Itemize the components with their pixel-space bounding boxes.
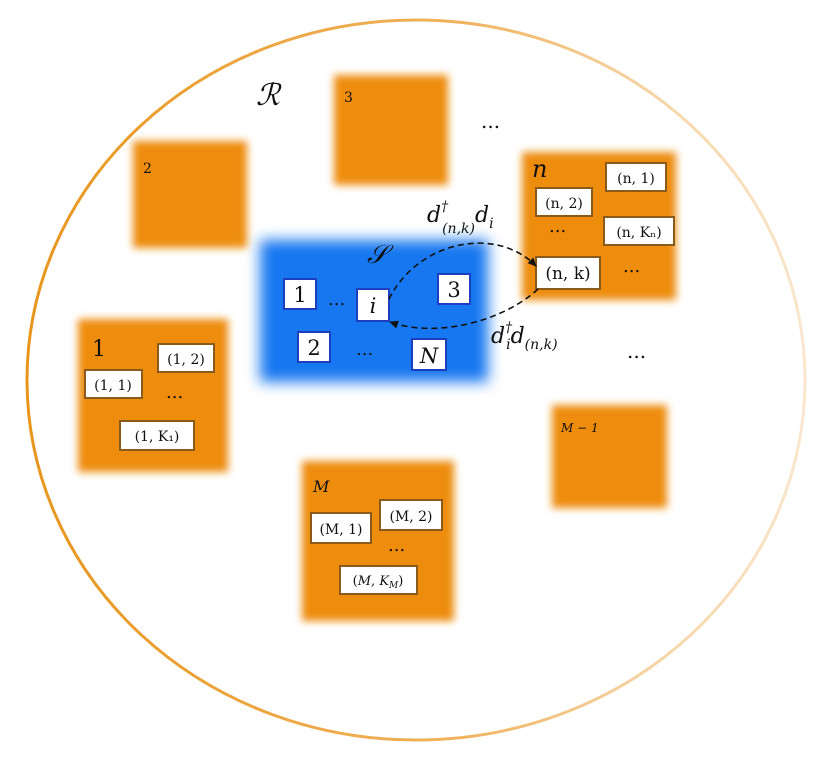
bath-n: n (n, 1) (n, 2) ... (n, Kₙ) (n, k) ...	[522, 152, 676, 300]
site-1-label: 1	[293, 283, 306, 307]
mode-n-2	[535, 187, 593, 217]
mode-n-Kn	[603, 216, 675, 246]
mode-1-K1-label: (1, K₁)	[135, 429, 180, 445]
ellipsis-right: ...	[627, 339, 646, 363]
reservoir-label: ℛ	[256, 78, 282, 113]
site-N-label: N	[419, 344, 439, 368]
mode-n-k-label: (n, k)	[545, 264, 590, 284]
mode-M-KM-label: (M, KM)	[353, 574, 404, 591]
system-dots-1: ...	[328, 289, 345, 310]
bath-M-dots: ...	[388, 535, 405, 556]
site-i	[356, 288, 390, 322]
mode-M-1-label: (M, 1)	[319, 522, 362, 538]
site-2-label: 2	[307, 336, 320, 360]
system-dots-2: ...	[356, 339, 373, 360]
hop-arrow-system-to-bath	[388, 242, 537, 300]
site-3-label: 3	[447, 278, 460, 302]
bath-n-label: n	[532, 155, 547, 183]
bath-2-label: 2	[143, 161, 152, 177]
site-N	[411, 338, 447, 371]
mode-M-2-label: (M, 2)	[389, 509, 432, 525]
mode-1-K1	[119, 420, 195, 451]
bath-M-label: M	[312, 477, 330, 496]
mode-n-k	[535, 256, 601, 290]
ellipsis-top: ...	[481, 109, 500, 133]
mode-1-2	[157, 343, 215, 373]
system-S: 𝒮 1 ... i 3 2 ... N	[260, 240, 488, 382]
mode-n-2-label: (n, 2)	[545, 196, 583, 212]
hop-label-lower: d†id(n,k)	[491, 320, 558, 353]
mode-n-1	[605, 162, 667, 192]
bath-M-minus-1-label: M − 1	[560, 421, 599, 435]
mode-1-2-label: (1, 2)	[167, 352, 205, 368]
site-i-label: i	[370, 294, 377, 318]
bath-n-dots-1: ...	[549, 216, 566, 237]
bath-M-minus-1: M − 1	[552, 405, 667, 508]
site-1	[283, 278, 317, 310]
mode-M-KM	[339, 565, 418, 595]
mode-M-2	[379, 499, 443, 531]
mode-n-Kn-label: (n, Kₙ)	[616, 225, 661, 241]
bath-3-label: 3	[344, 90, 353, 106]
mode-1-1	[84, 369, 143, 399]
bath-n-dots-2: ...	[623, 256, 640, 277]
mode-1-1-label: (1, 1)	[94, 378, 132, 394]
site-3	[437, 273, 471, 305]
bath-M: M (M, 2) (M, 1) ... (M, KM)	[302, 461, 454, 621]
reservoir-boundary	[25, 18, 807, 742]
bath-1-label: 1	[92, 337, 106, 362]
site-2	[297, 331, 331, 363]
bath-1-dots: ...	[166, 382, 183, 403]
hop-label-upper: d†(n,k)di	[427, 199, 494, 237]
mode-n-1-label: (n, 1)	[617, 171, 655, 187]
mode-M-1	[310, 512, 372, 544]
hop-arrow-bath-to-system	[389, 288, 539, 330]
bath-2: 2	[133, 141, 247, 248]
bath-1: 1 (1, 2) (1, 1) ... (1, K₁)	[78, 319, 228, 472]
bath-3: 3	[334, 75, 448, 185]
